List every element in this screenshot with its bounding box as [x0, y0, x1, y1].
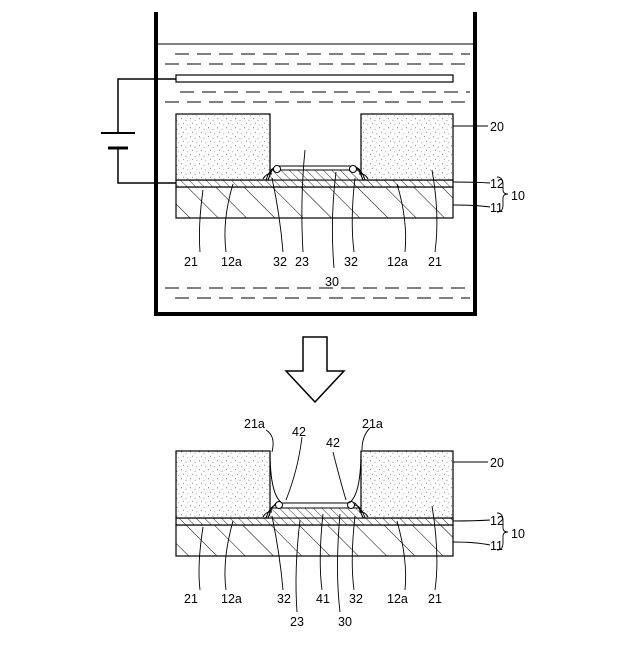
label-32-left-top: 32	[273, 255, 287, 269]
label-32-left-bottom: 32	[277, 592, 291, 606]
label-21a-left: 21a	[244, 417, 265, 431]
label-23-bottom: 23	[290, 615, 304, 629]
label-12a-left-bottom: 12a	[221, 592, 242, 606]
top-figure: 20 12 11 10 21 12a 32 23 32 12a 21 30	[101, 12, 525, 314]
label-21-right-top: 21	[428, 255, 442, 269]
label-12a-right-top: 12a	[387, 255, 408, 269]
label-30-top: 30	[325, 275, 339, 289]
label-20-top: 20	[490, 120, 504, 134]
resist-right	[361, 114, 453, 180]
label-32-right-top: 32	[344, 255, 358, 269]
label-10-bottom: 10	[511, 527, 525, 541]
substrate-11-bottom	[176, 525, 453, 556]
bottom-figure: 21a 42 42 21a 20 12 11 10 21 12a 32 41 3…	[176, 417, 525, 629]
resist-right-bottom	[361, 451, 453, 518]
label-21-right-bottom: 21	[428, 592, 442, 606]
process-arrow-icon	[286, 337, 344, 402]
label-30-bottom: 30	[338, 615, 352, 629]
film-42-left	[270, 451, 282, 503]
label-12a-right-bottom: 12a	[387, 592, 408, 606]
resist-left	[176, 114, 270, 180]
resist-left-bottom	[176, 451, 270, 518]
label-10-top: 10	[511, 189, 525, 203]
label-21a-right: 21a	[362, 417, 383, 431]
anode-electrode	[176, 75, 453, 82]
label-11-top: 11	[490, 201, 503, 215]
label-12-top: 12	[490, 177, 504, 191]
label-20-bottom: 20	[490, 456, 504, 470]
label-42-left: 42	[292, 425, 306, 439]
label-11-bottom: 11	[490, 539, 503, 553]
label-12-bottom: 12	[490, 514, 504, 528]
seed-layer-12	[176, 180, 453, 187]
label-41-bottom: 41	[316, 592, 330, 606]
label-21-left-bottom: 21	[184, 592, 198, 606]
label-21-left-top: 21	[184, 255, 198, 269]
label-12a-left-top: 12a	[221, 255, 242, 269]
seed-layer-12-bottom	[176, 518, 453, 525]
power-circuit	[101, 79, 180, 183]
label-23-top: 23	[295, 255, 309, 269]
film-42-right	[349, 451, 361, 503]
substrate-11	[176, 187, 453, 218]
label-42-right: 42	[326, 436, 340, 450]
label-32-right-bottom: 32	[349, 592, 363, 606]
